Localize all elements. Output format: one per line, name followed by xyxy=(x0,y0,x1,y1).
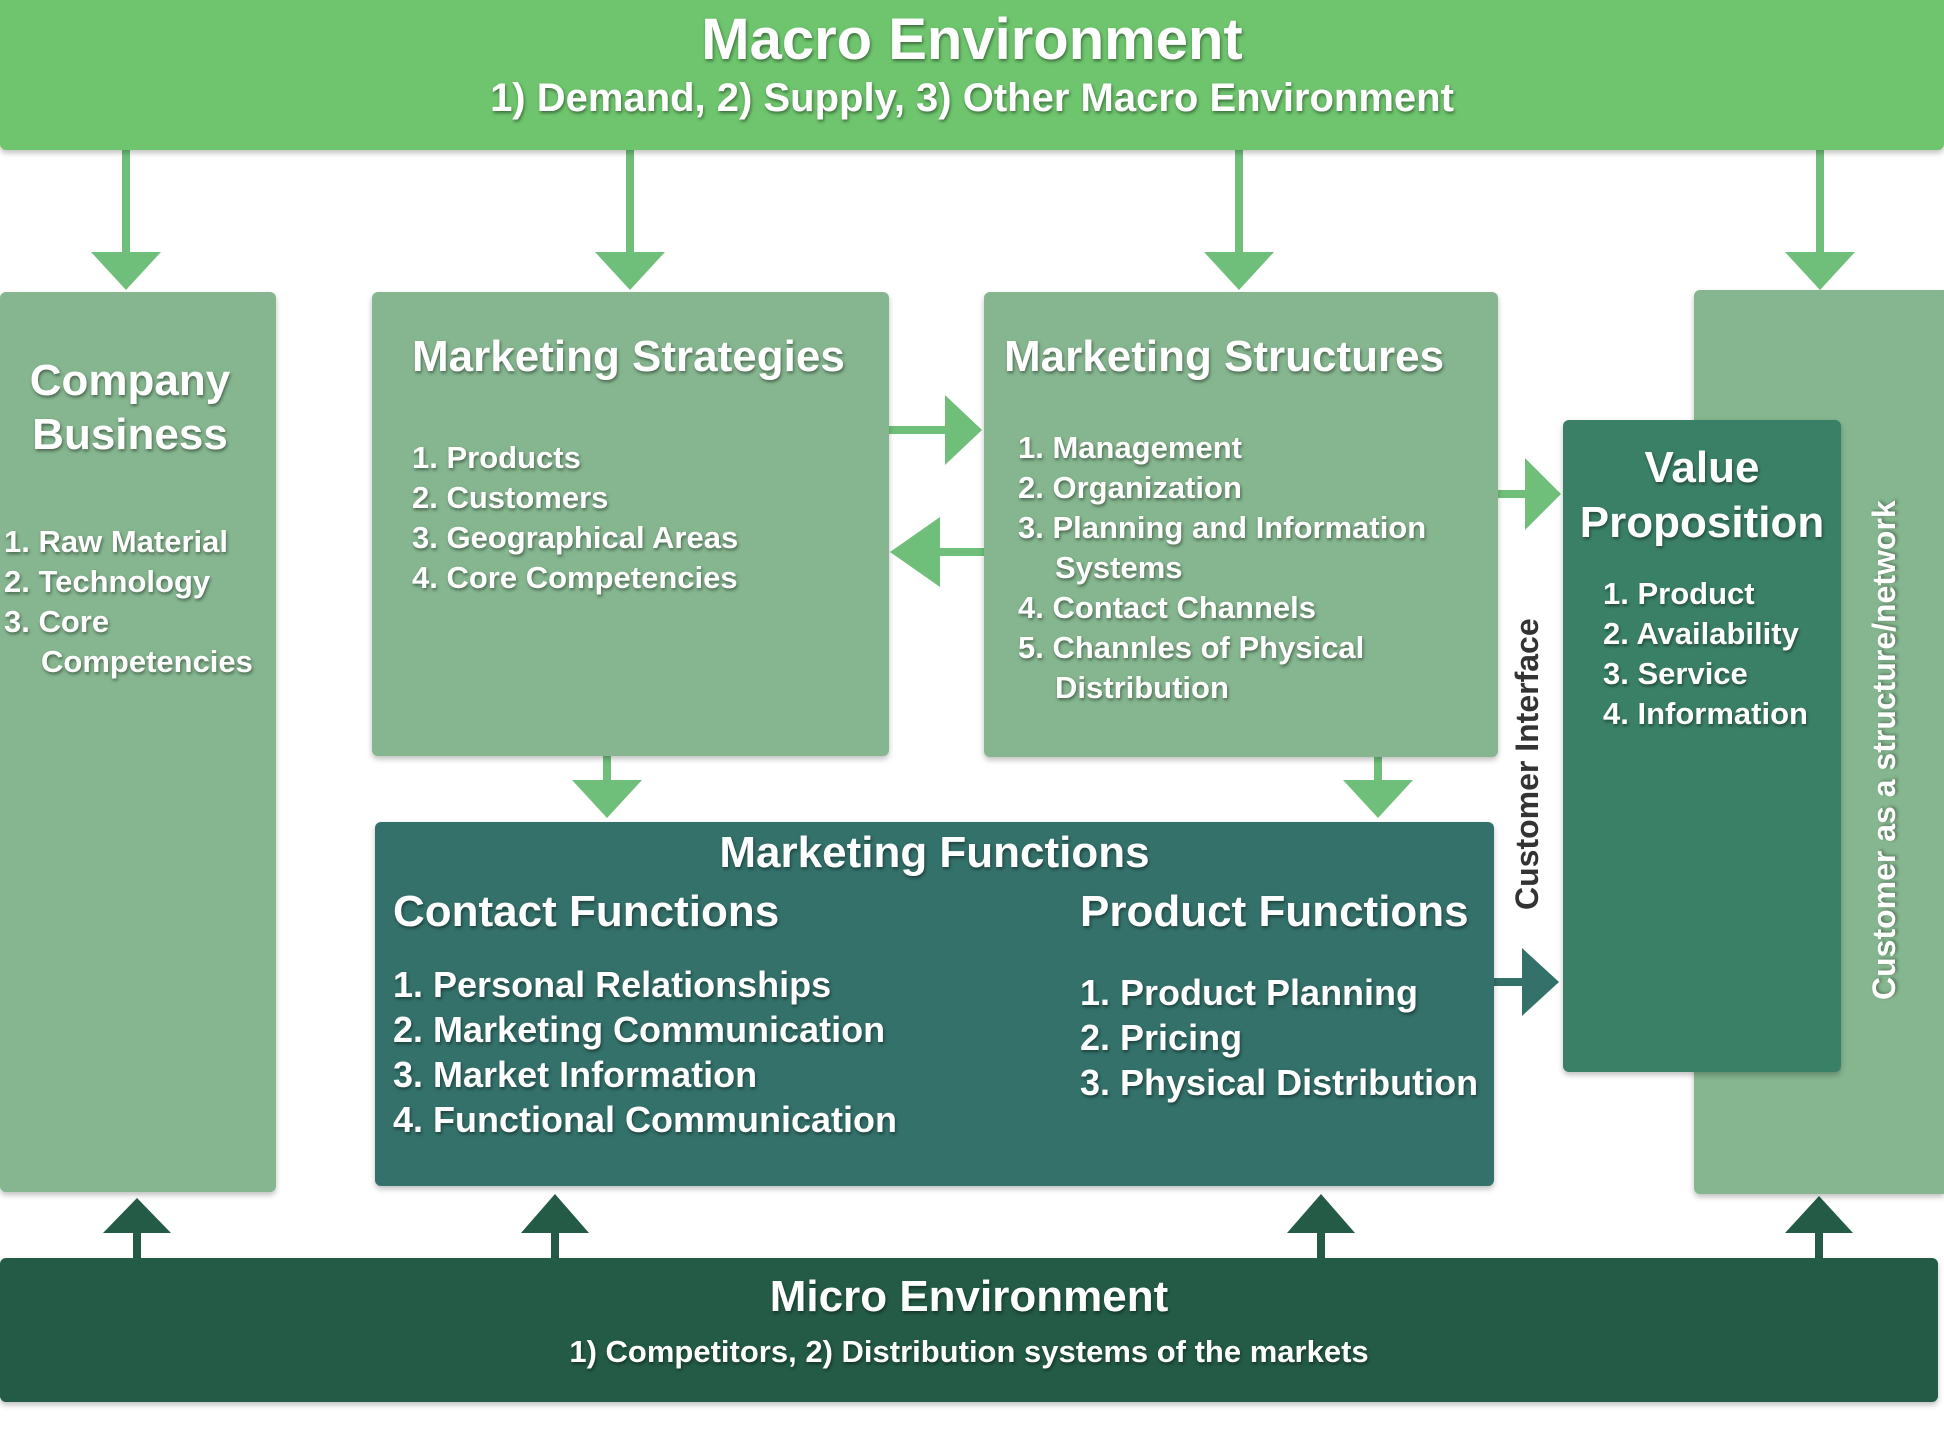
list-item: 1. Personal Relationships xyxy=(393,964,832,1005)
company-title-line2: Business xyxy=(32,410,228,459)
value-items: 1. Product 2. Availability 3. Service 4.… xyxy=(1603,574,1808,734)
marketing-structures-box: Marketing Structures 1. Management 2. Or… xyxy=(984,292,1498,757)
list-item: 1. Management xyxy=(1018,430,1242,465)
list-item: 2. Organization xyxy=(1018,470,1242,505)
list-item: 3. Market Information xyxy=(393,1054,758,1095)
macro-subtitle: 1) Demand, 2) Supply, 3) Other Macro Env… xyxy=(490,76,1454,120)
arrow-micro-to-company xyxy=(103,1198,171,1260)
macro-title: Macro Environment xyxy=(701,7,1243,72)
list-item: 1. Products xyxy=(412,440,581,475)
list-item: 1. Product Planning xyxy=(1080,972,1419,1013)
customer-network-label: Customer as a structure/network xyxy=(1866,500,1902,1000)
list-item: 3. Planning and Information xyxy=(1018,510,1427,545)
macro-environment-box: Macro Environment 1) Demand, 2) Supply, … xyxy=(0,0,1944,150)
list-item: 1. Raw Material xyxy=(4,524,228,559)
arrow-macro-to-structures xyxy=(1204,148,1274,290)
list-item: 5. Channles of Physical xyxy=(1018,630,1365,665)
contact-functions-items: 1. Personal Relationships 2. Marketing C… xyxy=(393,962,897,1142)
structures-title: Marketing Structures xyxy=(1004,332,1445,381)
arrow-structures-to-functions xyxy=(1343,755,1413,818)
company-title-line1: Company xyxy=(29,356,231,405)
strategies-title: Marketing Strategies xyxy=(412,332,845,381)
list-item: 3. Geographical Areas xyxy=(412,520,739,555)
arrow-structures-to-strategies xyxy=(890,517,986,587)
arrow-micro-to-functions-left xyxy=(521,1194,589,1260)
micro-subtitle: 1) Competitors, 2) Distribution systems … xyxy=(569,1334,1369,1369)
company-business-box: Company Business 1. Raw Material 2. Tech… xyxy=(0,292,276,1192)
strategies-items: 1. Products 2. Customers 3. Geographical… xyxy=(412,438,738,598)
list-item: 3. Core xyxy=(4,604,110,639)
marketing-functions-box: Marketing Functions Contact Functions Pr… xyxy=(375,822,1494,1186)
list-item: 4. Core Competencies xyxy=(412,560,738,595)
value-proposition-box: Value Proposition 1. Product 2. Availabi… xyxy=(1563,420,1841,1072)
arrow-strategies-to-functions xyxy=(572,755,642,818)
arrow-macro-to-customer xyxy=(1785,148,1855,290)
list-item: 3. Service xyxy=(1603,656,1748,691)
list-item: 3. Physical Distribution xyxy=(1080,1062,1479,1103)
list-item: Systems xyxy=(1055,550,1183,585)
list-item: 2. Customers xyxy=(412,480,609,515)
arrow-strategies-to-structures xyxy=(889,395,982,465)
micro-environment-box: Micro Environment 1) Competitors, 2) Dis… xyxy=(0,1258,1938,1402)
marketing-strategies-box: Marketing Strategies 1. Products 2. Cust… xyxy=(372,292,889,756)
company-items: 1. Raw Material 2. Technology 3. Core Co… xyxy=(4,522,253,682)
list-item: Competencies xyxy=(41,644,253,679)
company-title: Company Business xyxy=(0,354,260,462)
value-title-line1: Value xyxy=(1644,443,1760,492)
arrow-micro-to-functions-right xyxy=(1287,1194,1355,1260)
customer-interface-label: Customer Interface xyxy=(1509,618,1545,910)
value-title: Value Proposition xyxy=(1563,440,1841,550)
arrow-macro-to-company xyxy=(91,148,161,290)
value-title-line2: Proposition xyxy=(1579,498,1825,547)
list-item: 2. Pricing xyxy=(1080,1017,1243,1058)
contact-functions-title: Contact Functions xyxy=(393,887,780,936)
arrow-macro-to-strategies xyxy=(595,148,665,290)
product-functions-title: Product Functions xyxy=(1080,887,1469,936)
list-item: 4. Contact Channels xyxy=(1018,590,1316,625)
arrow-functions-to-value xyxy=(1494,948,1559,1016)
micro-title: Micro Environment xyxy=(769,1272,1169,1321)
list-item: 4. Functional Communication xyxy=(393,1099,898,1140)
arrow-micro-to-customer xyxy=(1785,1196,1853,1260)
structures-items: 1. Management 2. Organization 3. Plannin… xyxy=(1018,428,1426,708)
product-functions-items: 1. Product Planning 2. Pricing 3. Physic… xyxy=(1080,970,1478,1105)
functions-title: Marketing Functions xyxy=(719,828,1150,877)
list-item: 2. Availability xyxy=(1603,616,1799,651)
arrow-structures-to-value xyxy=(1498,458,1561,530)
list-item: 2. Technology xyxy=(4,564,211,599)
list-item: 1. Product xyxy=(1603,576,1755,611)
list-item: Distribution xyxy=(1055,670,1229,705)
list-item: 2. Marketing Communication xyxy=(393,1009,886,1050)
list-item: 4. Information xyxy=(1603,696,1808,731)
